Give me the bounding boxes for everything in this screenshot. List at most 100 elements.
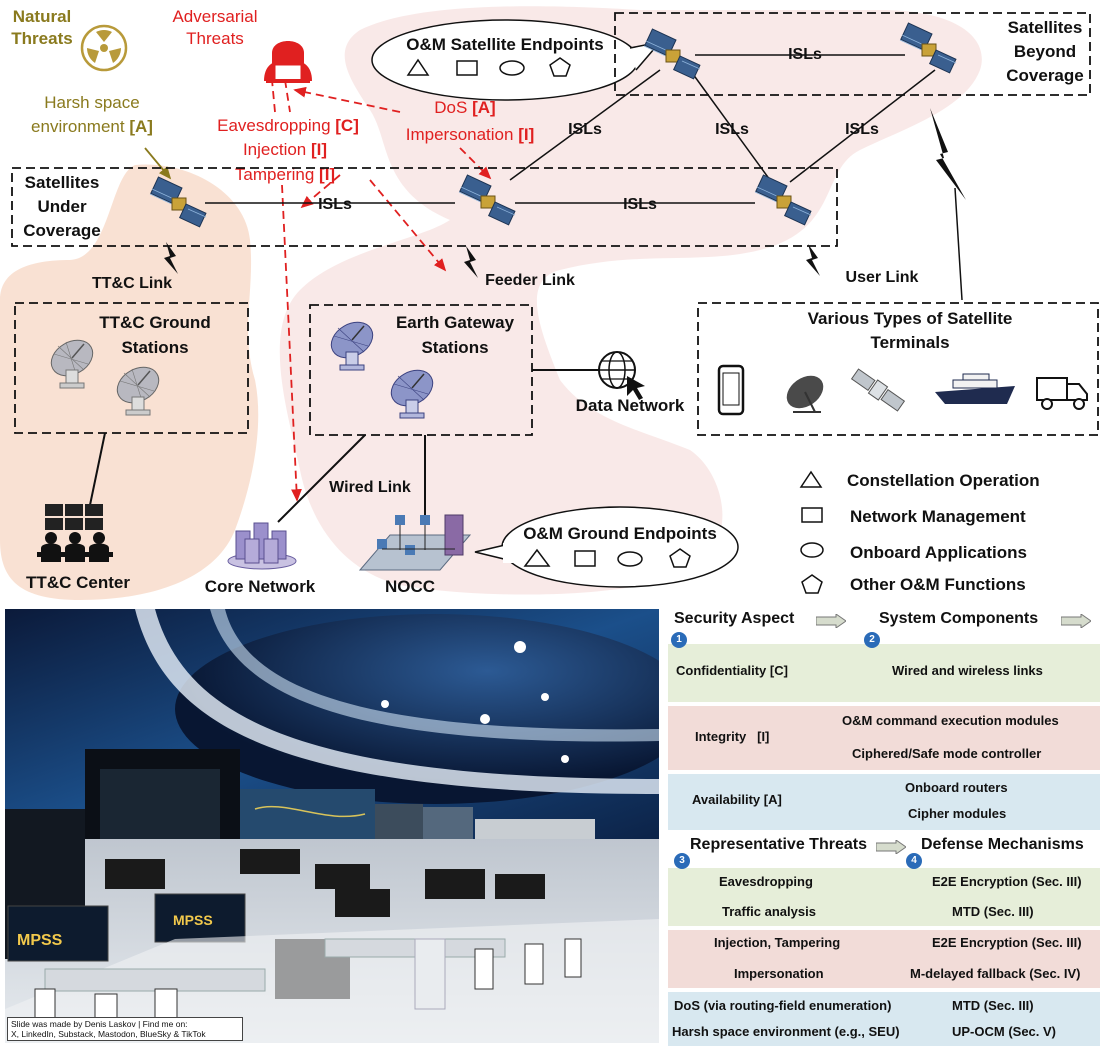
satellite-terminal-icon [850, 368, 906, 412]
legend-label: Network Management [850, 507, 1026, 526]
header-system-components: System Components [879, 610, 1039, 627]
aspect-cell: Confidentiality [C] [676, 663, 788, 678]
om-ground-endpoints-bubble: O&M Ground Endpoints [474, 506, 739, 588]
aspect-cell: Integrity [I] [695, 729, 770, 744]
om-satellite-endpoints-bubble: O&M Satellite Endpoints [371, 19, 662, 101]
component-cell: Wired and wireless links [892, 663, 1043, 678]
confidentiality-row [668, 644, 1100, 702]
triangle-icon [799, 470, 823, 488]
pentagon-icon [669, 548, 691, 568]
tampering-label: Tampering [I] [235, 165, 335, 184]
radiation-icon [80, 24, 128, 72]
data-network-label: Data Network [576, 396, 685, 415]
ellipse-icon [617, 551, 643, 567]
threat-row [668, 930, 1100, 988]
defense-cell: UP-OCM (Sec. V) [952, 1024, 1057, 1039]
smartphone-icon [717, 364, 745, 416]
ellipse-icon [800, 542, 824, 558]
threat-cell: Traffic analysis [722, 904, 816, 919]
square-icon [456, 60, 478, 76]
square-icon [574, 550, 596, 567]
security-summary-table: Security Aspect System Components 1 2 Co… [662, 606, 1110, 1046]
availability-row [668, 774, 1100, 830]
screen-label: MPSS [173, 912, 213, 928]
header-representative-threats: Representative Threats [690, 836, 867, 853]
core-network-label: Core Network [205, 577, 316, 596]
step-number-badge: 1 [671, 632, 687, 648]
nocc-label: NOCC [385, 577, 435, 596]
defense-cell: MTD (Sec. III) [952, 904, 1034, 919]
svg-text:O&M Ground Endpoints: O&M Ground Endpoints [523, 524, 717, 543]
hacker-icon [264, 41, 312, 83]
credit-line: Slide was made by Denis Laskov | Find me… [11, 1019, 188, 1029]
server-cluster-icon [227, 522, 297, 570]
defense-cell: E2E Encryption (Sec. III) [932, 935, 1082, 950]
om-threat-region [279, 6, 982, 595]
svg-text:O&M Satellite Endpoints: O&M Satellite Endpoints [406, 35, 603, 54]
ttc-center-connector [89, 432, 106, 506]
isl-label: ISLs [715, 121, 749, 138]
threat-row [668, 868, 1100, 926]
credit-line: X, LinkedIn, Substack, Mastodon, BlueSky… [11, 1029, 206, 1039]
satellite-terminals-box [697, 302, 1099, 436]
triangle-icon [523, 548, 551, 567]
legend-label: Constellation Operation [847, 471, 1040, 490]
photo-credit: Slide was made by Denis Laskov | Find me… [7, 1017, 243, 1041]
step-number-badge: 2 [864, 632, 880, 648]
lightning-icon [806, 244, 820, 276]
isl-label: ISLs [788, 46, 822, 63]
isl-label: ISLs [318, 196, 352, 213]
impersonation-label: Impersonation [I] [406, 125, 535, 144]
defense-cell: MTD (Sec. III) [952, 998, 1034, 1013]
legend-label: Onboard Applications [850, 543, 1027, 562]
threat-cell: Impersonation [734, 966, 824, 981]
threat-row [668, 992, 1100, 1046]
component-cell: Ciphered/Safe mode controller [852, 746, 1042, 761]
header-security-aspect: Security Aspect [674, 610, 795, 627]
isl-label: ISLs [623, 196, 657, 213]
component-cell: O&M command execution modules [842, 713, 1059, 728]
defense-cell: E2E Encryption (Sec. III) [932, 874, 1082, 889]
aspect-cell: Availability [A] [692, 792, 782, 807]
feeder-link-label: Feeder Link [485, 272, 575, 289]
triangle-icon [406, 58, 430, 76]
user-link-label: User Link [846, 269, 919, 286]
ttc-center-icon [37, 504, 113, 562]
dos-label: DoS [A] [434, 98, 495, 117]
injection-label: Injection [I] [243, 140, 327, 159]
lightning-icon [930, 108, 966, 200]
isl-label: ISLs [568, 121, 602, 138]
threat-cell: Injection, Tampering [714, 935, 841, 950]
step-number-badge: 4 [906, 853, 922, 869]
satellites-beyond-box [614, 12, 1091, 96]
arrow-right-icon [876, 840, 906, 854]
screen-label: MPSS [17, 932, 63, 949]
header-defense-mechanisms: Defense Mechanisms [921, 836, 1084, 853]
threat-cell: DoS (via routing-field enumeration) [674, 998, 892, 1013]
ttc-center-label: TT&C Center [26, 573, 130, 592]
terminal-connector [954, 187, 963, 301]
adversarial-arrows [271, 79, 492, 502]
threat-cell: Harsh space environment (e.g., SEU) [672, 1024, 900, 1039]
defense-cell: M-delayed fallback (Sec. IV) [910, 966, 1081, 981]
ship-icon [935, 373, 1015, 404]
ellipse-icon [499, 60, 525, 76]
nocc-icon [358, 514, 472, 571]
wired-link-line [277, 434, 366, 523]
legend-label: Other O&M Functions [850, 575, 1026, 594]
satellites-under-box [11, 167, 838, 247]
satellite-dish-terminal-icon [786, 375, 824, 413]
arrow-right-icon [816, 614, 846, 628]
eavesdropping-label: Eavesdropping [C] [217, 116, 359, 135]
threat-cell: Eavesdropping [719, 874, 813, 889]
globe-icon[interactable] [598, 351, 645, 400]
legend: Constellation Operation Network Manageme… [799, 470, 1040, 594]
